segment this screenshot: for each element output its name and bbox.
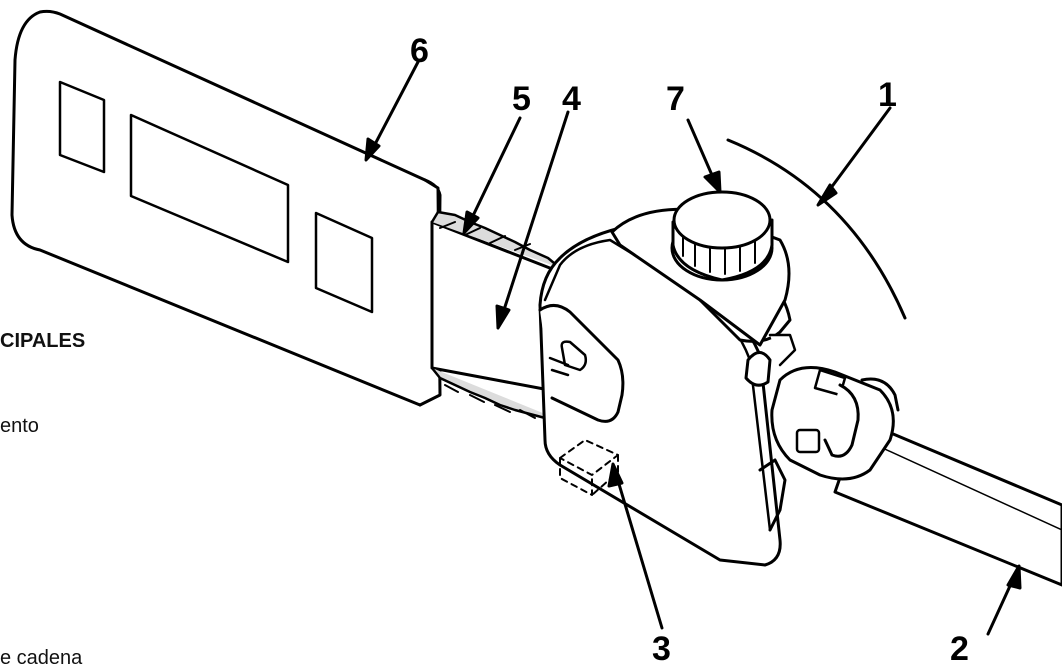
pole-clamp — [770, 366, 900, 481]
leader-line-5 — [468, 116, 522, 224]
side-text-line-2: e cadena — [0, 647, 83, 669]
callout-1: 1 — [878, 76, 897, 114]
callout-6: 6 — [410, 32, 429, 70]
arrowhead-6 — [364, 137, 381, 162]
callout-5: 5 — [512, 80, 531, 118]
leader-line-3 — [614, 472, 664, 630]
arrowhead-7 — [703, 170, 722, 194]
side-text-line-1: ento — [0, 415, 39, 437]
callout-3: 3 — [652, 630, 671, 668]
callout-2: 2 — [950, 630, 969, 668]
callout-4: 4 — [562, 80, 581, 118]
leader-line-4 — [500, 110, 570, 318]
arc-range-line — [726, 138, 907, 320]
arrowhead-4 — [495, 304, 511, 330]
chain-cover — [10, 9, 442, 407]
leader-line-1 — [823, 106, 892, 198]
oil-tank-cap — [670, 190, 774, 282]
callout-7: 7 — [666, 80, 685, 118]
leader-line-7 — [686, 118, 717, 184]
arrowhead-3 — [607, 462, 624, 488]
leader-line-6 — [370, 60, 420, 152]
side-heading: CIPALES — [0, 330, 86, 352]
arrowhead-2 — [1006, 564, 1022, 590]
arrowhead-5 — [462, 210, 480, 235]
arrowhead-1 — [816, 183, 838, 207]
